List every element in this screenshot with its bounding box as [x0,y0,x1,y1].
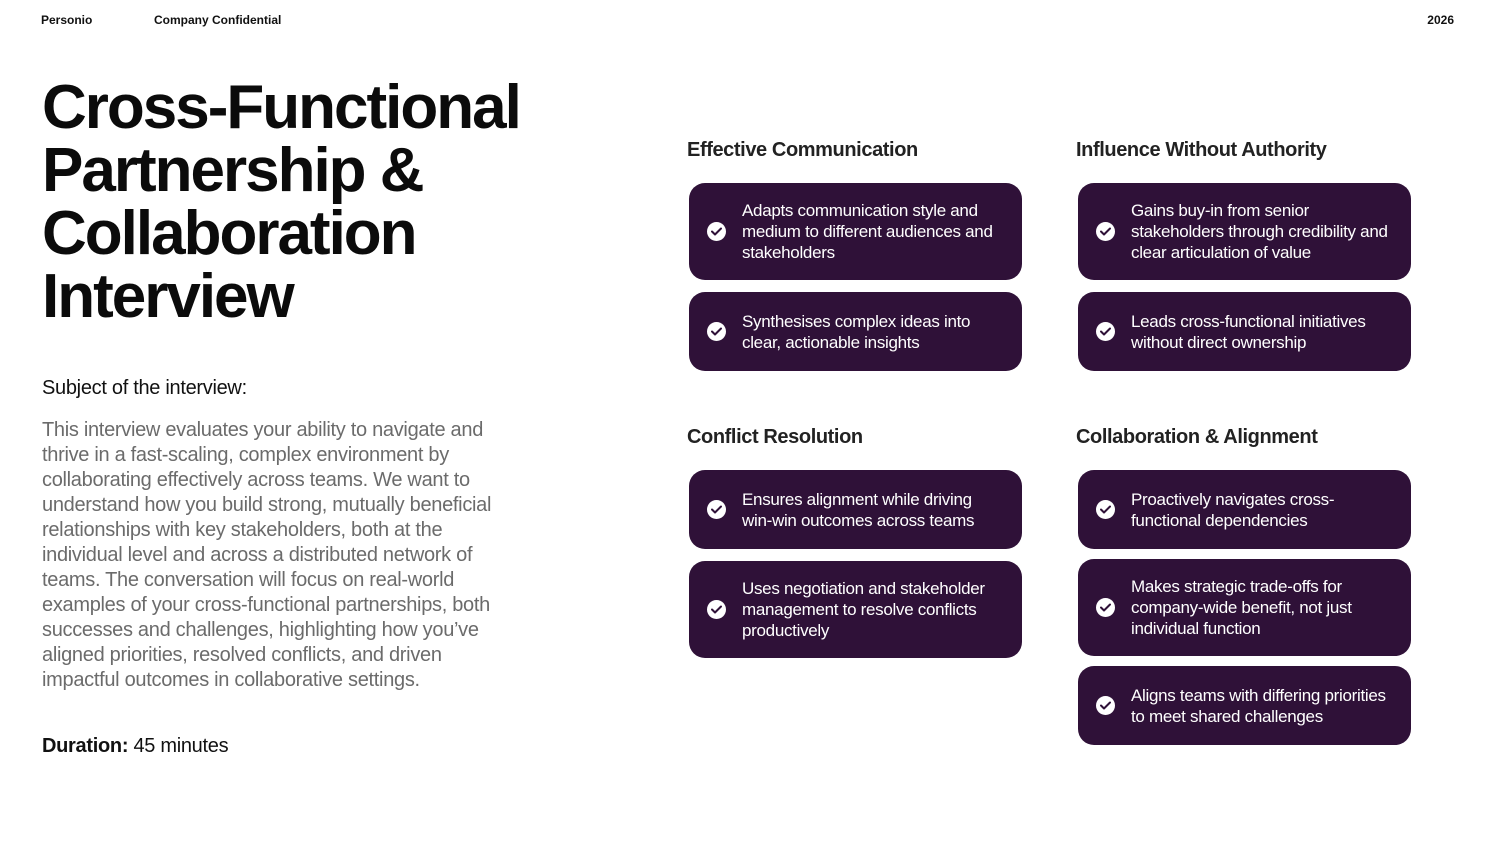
title-line: Collaboration [42,199,418,268]
card-text: Uses negotiation and stakeholder managem… [742,579,985,640]
competency-card: Aligns teams with differing priorities t… [1078,666,1411,745]
subject-heading: Subject of the interview: [42,377,247,399]
check-circle-icon [707,222,726,241]
check-circle-icon [1096,222,1115,241]
check-circle-icon [707,500,726,519]
section-title: Influence Without Authority [1076,139,1327,161]
card-text: Proactively navigates cross-functional d… [1131,489,1335,530]
card-text: Gains buy-in from senior stakeholders th… [1131,201,1388,262]
check-circle-icon [1096,500,1115,519]
header-bar: Personio Company Confidential 2026 [0,13,1500,29]
competency-card: Gains buy-in from senior stakeholders th… [1078,183,1411,280]
competency-card: Uses negotiation and stakeholder managem… [689,561,1022,658]
check-circle-icon [1096,598,1115,617]
check-circle-icon [707,600,726,619]
card-text: Makes strategic trade-offs for company-w… [1131,577,1352,638]
section-title: Effective Communication [687,139,918,161]
subject-description: This interview evaluates your ability to… [42,419,492,691]
competency-card: Makes strategic trade-offs for company-w… [1078,559,1411,656]
duration: Duration: 45 minutes [42,735,229,758]
section-influence-without-authority: Influence Without Authority Gains buy-in… [1076,139,1416,383]
year-label: 2026 [1427,13,1454,27]
confidentiality-label: Company Confidential [154,13,282,27]
competency-card: Synthesises complex ideas into clear, ac… [689,292,1022,371]
card-text: Adapts communication style and medium to… [742,201,993,262]
card-text: Aligns teams with differing priorities t… [1131,685,1386,726]
competency-card: Proactively navigates cross-functional d… [1078,470,1411,549]
check-circle-icon [707,322,726,341]
brand-name: Personio [41,13,93,27]
section-title: Collaboration & Alignment [1076,426,1318,448]
check-circle-icon [1096,322,1115,341]
title-line: Interview [42,262,295,331]
duration-value: 45 minutes [133,735,229,757]
card-text: Ensures alignment while driving win-win … [742,489,975,530]
title-line: Cross-Functional [42,73,522,142]
card-text: Leads cross-functional initiatives witho… [1131,311,1366,352]
section-conflict-resolution: Conflict Resolution Ensures alignment wh… [687,426,1027,670]
section-title: Conflict Resolution [687,426,863,448]
section-collaboration-alignment: Collaboration & Alignment Proactively na… [1076,426,1416,755]
duration-label: Duration: [42,735,129,757]
competency-card: Ensures alignment while driving win-win … [689,470,1022,549]
competency-card: Leads cross-functional initiatives witho… [1078,292,1411,371]
check-circle-icon [1096,696,1115,715]
section-effective-communication: Effective Communication Adapts communica… [687,139,1027,383]
card-text: Synthesises complex ideas into clear, ac… [742,311,971,352]
competency-card: Adapts communication style and medium to… [689,183,1022,280]
title-line: Partnership & [42,136,425,205]
page-title: Cross-Functional Partnership & Collabora… [42,76,602,328]
